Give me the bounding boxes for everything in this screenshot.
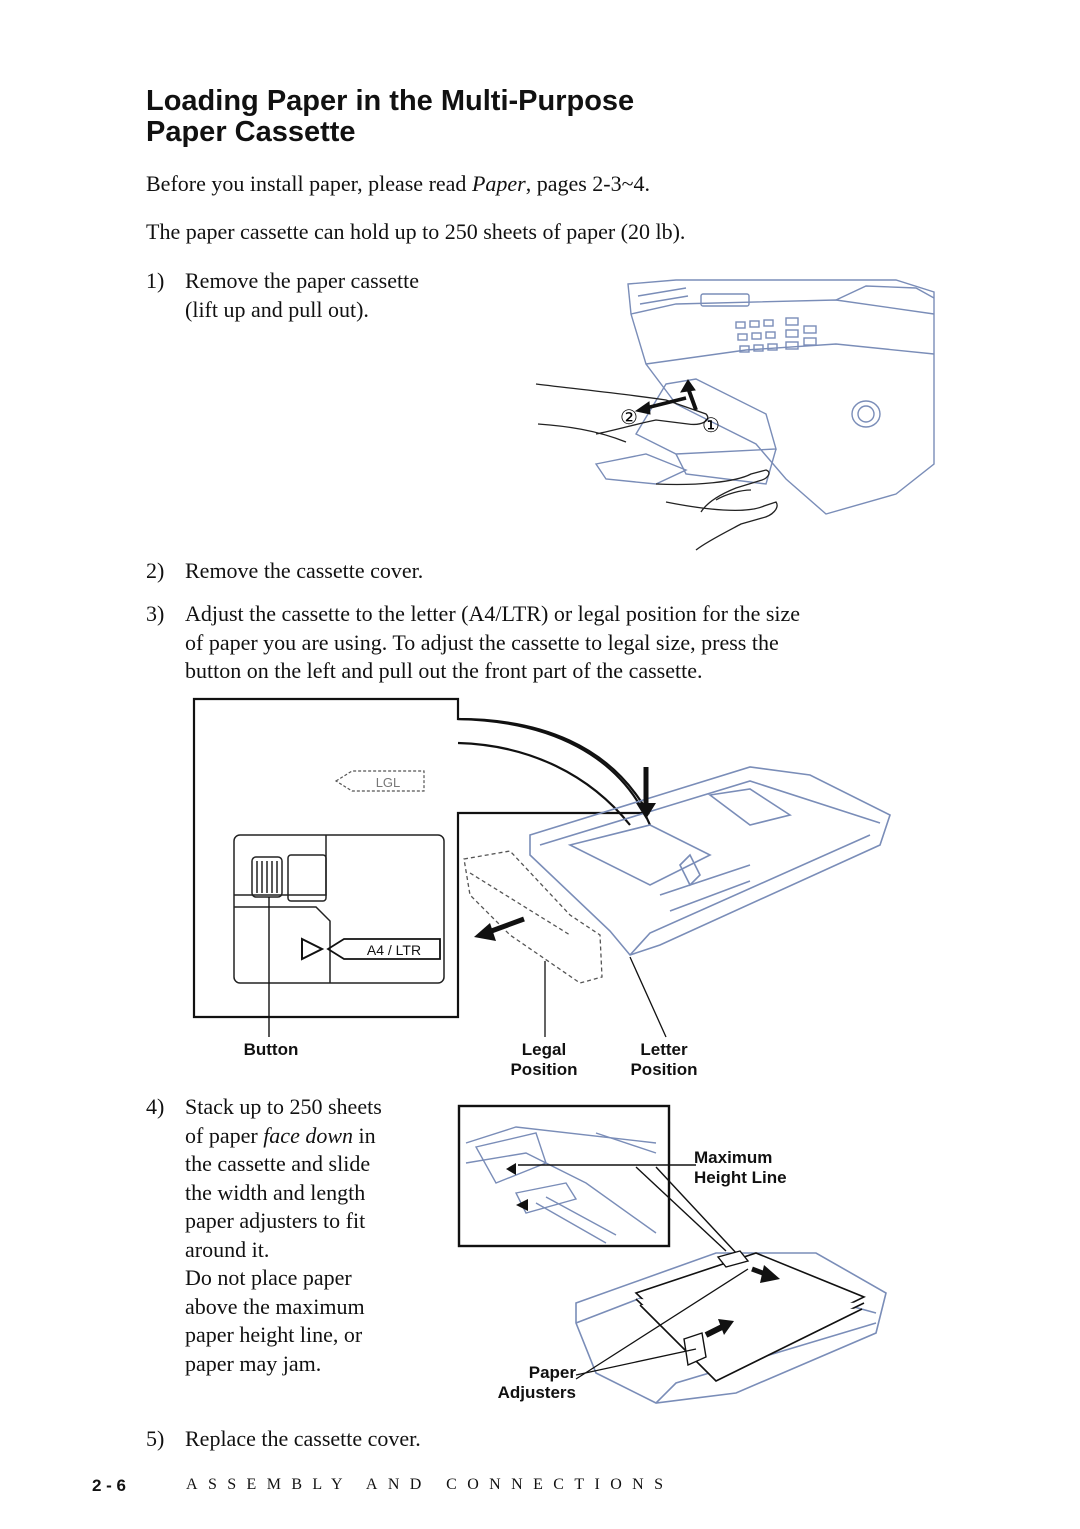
paper-adjusters-label: Paper Adjusters — [497, 1363, 576, 1402]
step-5: 5) Replace the cassette cover. — [146, 1426, 421, 1451]
page-number: 2 - 6 — [92, 1476, 127, 1495]
face-down-emphasis: face down — [263, 1122, 354, 1148]
figure-remove-cassette: ② ① — [535, 279, 935, 551]
intro-paragraph-2: The paper cassette can hold up to 250 sh… — [146, 219, 686, 244]
chapter-title: ASSEMBLY AND CONNECTIONS — [186, 1476, 674, 1493]
figure-cassette-adjust: LGL A4 / LTR — [192, 697, 891, 1038]
callout-2: ② — [620, 405, 638, 429]
step-1: 1) Remove the paper cassette (lift up an… — [146, 268, 419, 322]
step-4: 4) Stack up to 250 sheets of paper face … — [146, 1094, 382, 1376]
a4-ltr-mark: A4 / LTR — [367, 942, 421, 958]
step-3: 3) Adjust the cassette to the letter (A4… — [146, 601, 801, 683]
title-line-2: Paper Cassette — [146, 116, 356, 148]
letter-position-label: Letter Position — [630, 1040, 698, 1079]
title-line-1: Loading Paper in the Multi-Purpose — [146, 85, 635, 117]
intro-paragraph-1: Before you install paper, please read Pa… — [146, 171, 651, 196]
max-height-label: Maximum Height Line — [694, 1148, 787, 1187]
step-2: 2) Remove the cassette cover. — [146, 558, 424, 583]
lgl-mark: LGL — [376, 775, 401, 790]
button-label: Button — [243, 1040, 299, 1059]
paper-section-ref: Paper — [471, 171, 526, 196]
callout-1: ① — [702, 413, 720, 437]
figure-stack-paper — [457, 1104, 887, 1404]
page-title: Loading Paper in the Multi-Purpose Paper… — [146, 86, 846, 148]
legal-position-label: Legal Position — [510, 1040, 578, 1079]
